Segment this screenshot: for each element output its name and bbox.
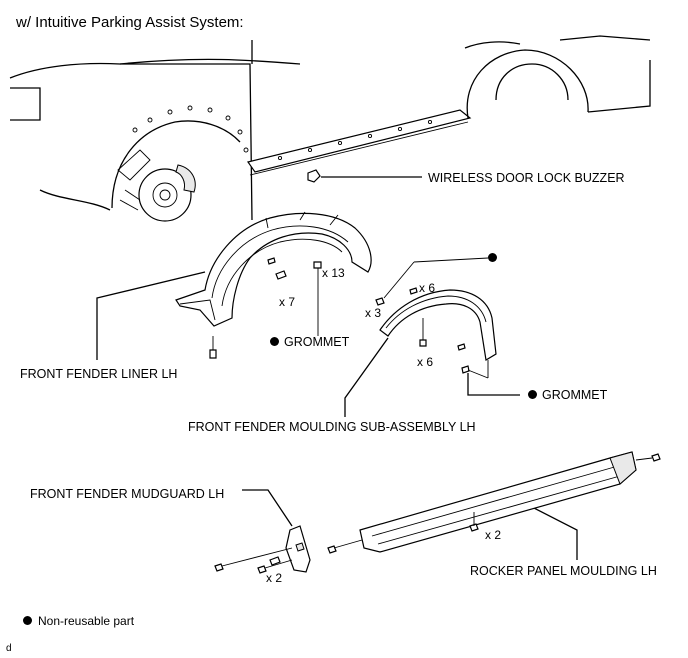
leader-lines xyxy=(96,271,578,560)
liner-fasteners xyxy=(209,257,322,359)
non-reusable-marker-grommet-2 xyxy=(528,390,537,399)
fender-moulding-part xyxy=(375,257,497,379)
vehicle-outline xyxy=(9,35,651,222)
diagram-title: w/ Intuitive Parking Assist System: xyxy=(16,14,244,31)
footer-code: d xyxy=(6,643,12,654)
label-wireless-buzzer: WIRELESS DOOR LOCK BUZZER xyxy=(428,171,625,185)
qty-moulding-left: x 3 xyxy=(365,306,382,320)
label-grommet-1: GROMMET xyxy=(284,335,350,349)
rocker-panel-part xyxy=(327,451,661,554)
qty-mudguard-screws: x 2 xyxy=(266,571,283,585)
non-reusable-marker-grommet-1 xyxy=(270,337,279,346)
legend-label: Non-reusable part xyxy=(38,614,135,628)
label-grommet-2: GROMMET xyxy=(542,388,608,402)
qty-moulding-bottom: x 6 xyxy=(417,355,434,369)
legend-dot xyxy=(23,616,32,625)
wireless-buzzer-part xyxy=(307,169,422,183)
mudguard-part xyxy=(214,525,311,574)
non-reusable-marker-moulding-clips xyxy=(488,253,497,262)
qty-liner-screws: x 13 xyxy=(322,266,345,280)
qty-liner-clips: x 7 xyxy=(279,295,296,309)
label-mudguard: FRONT FENDER MUDGUARD LH xyxy=(30,487,225,501)
fender-liner-part xyxy=(175,211,372,327)
qty-rocker-screws: x 2 xyxy=(485,528,502,542)
label-fender-liner: FRONT FENDER LINER LH xyxy=(20,367,178,381)
qty-moulding-top: x 6 xyxy=(419,281,436,295)
label-fender-moulding: FRONT FENDER MOULDING SUB-ASSEMBLY LH xyxy=(188,420,476,434)
label-rocker-panel: ROCKER PANEL MOULDING LH xyxy=(470,564,657,578)
